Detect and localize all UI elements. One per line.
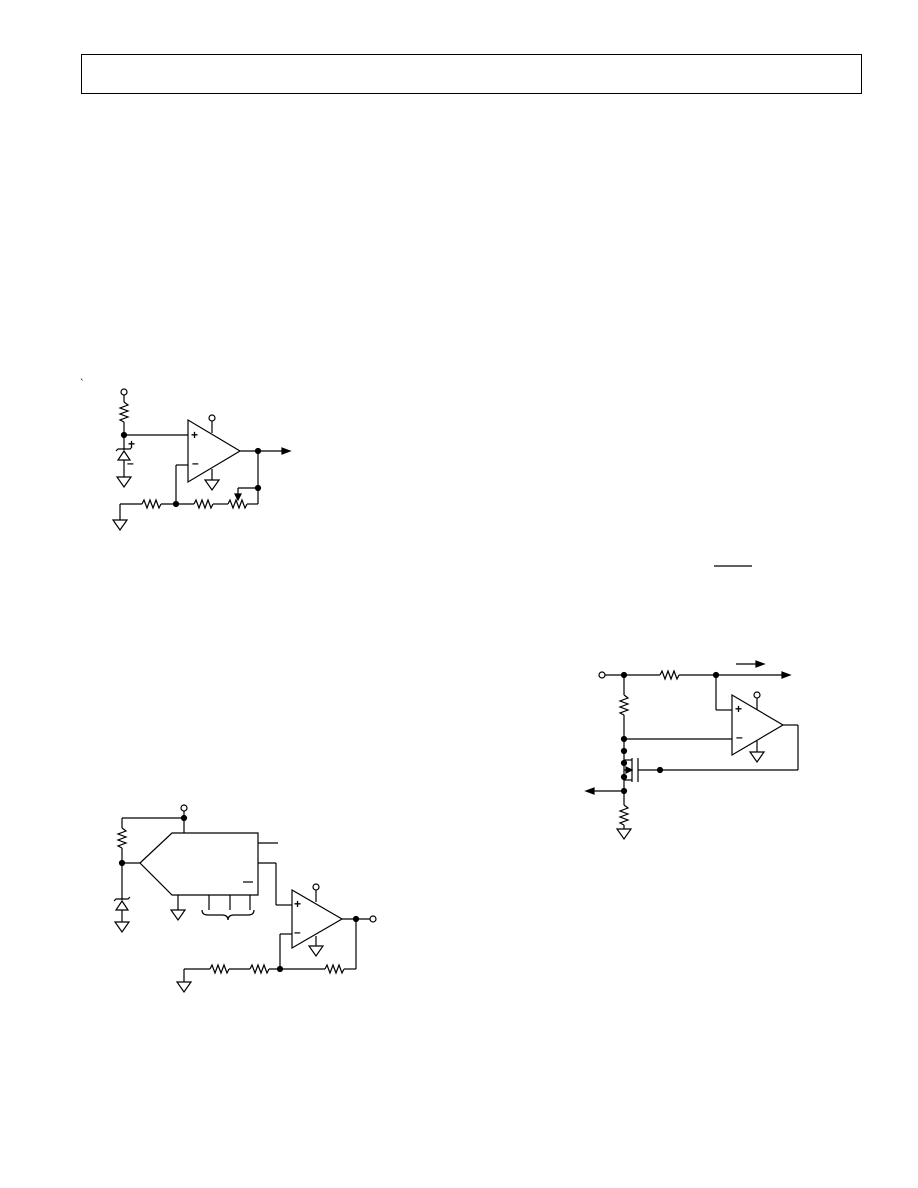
output-arrow [584,787,595,795]
zener-diode [115,446,133,477]
load-arrow [781,671,792,679]
supply-terminal [120,388,128,396]
pin-brace [201,909,255,921]
figure-boosted-reference-circuit [113,804,377,993]
ground-symbol [749,751,765,763]
mosfet-transistor [620,758,660,805]
output-arrow [281,447,292,455]
opamp-minus-input-sign: – [192,456,199,470]
figure-reference-circuit [112,388,292,531]
ground-symbol [176,981,192,993]
ground-resistor [141,498,162,510]
ground-resistor [209,963,230,975]
divider-resistor [618,694,630,716]
figure-current-source-circuit [584,660,799,840]
ground-symbol [116,476,132,488]
bias-resistor [118,401,130,423]
ground-symbol [204,479,220,491]
feedback-resistor [324,963,345,975]
zener-plus-sign: + [128,437,136,451]
op-amp [291,888,344,950]
ground-symbol [114,921,130,933]
ground-symbol [112,519,128,531]
stray-mark: ` [80,378,84,390]
opamp-plus-input-sign: + [191,428,199,442]
sense-resistor [659,669,680,681]
ground-symbol [308,945,324,957]
opamp-plus-input-sign: + [735,702,743,716]
zener-diode [113,896,131,922]
bias-resistor [116,827,128,849]
opamp-plus-input-sign: + [294,897,302,911]
ground-symbol [170,909,186,921]
reference-ic [139,832,259,896]
supply-terminal [180,804,188,812]
bottom-resistor [618,804,630,826]
opamp-minus-input-sign: – [736,730,743,744]
feedback-resistor [193,498,214,510]
ground-symbol [616,828,632,840]
zener-minus-sign: – [127,456,134,470]
opamp-minus-input-sign: – [294,925,301,939]
trim-resistor [249,963,270,975]
input-terminal [598,671,606,679]
current-arrow [755,660,766,668]
trim-potentiometer [227,498,248,510]
output-terminal [369,915,377,923]
op-amp [187,418,242,484]
page-header-frame [81,54,862,94]
